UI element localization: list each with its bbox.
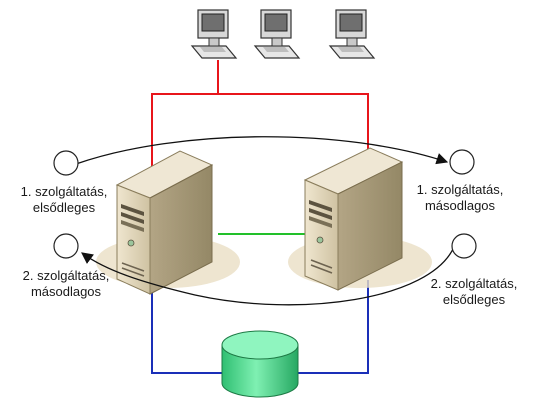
shared-storage-icon	[221, 330, 299, 398]
service-2-secondary-label-line1: 2. szolgáltatás,	[22, 268, 110, 283]
service-2-primary-circle	[451, 233, 477, 259]
client-network-link	[151, 60, 369, 175]
client-computer-icon	[190, 9, 238, 59]
service-2-primary-label-line2: elsődleges	[442, 292, 506, 307]
server-left-icon	[96, 150, 240, 295]
service-2-primary-label: 2. szolgáltatás, elsődleges	[416, 276, 532, 308]
service-2-secondary-label-line2: másodlagos	[30, 284, 102, 299]
failover-arrow-service-2	[81, 246, 455, 306]
service-1-secondary-label-line2: másodlagos	[424, 198, 496, 213]
service-1-primary-label-line2: elsődleges	[32, 200, 96, 215]
service-2-secondary-circle	[53, 233, 79, 259]
service-1-secondary-label: 1. szolgáltatás, másodlagos	[402, 182, 518, 214]
service-1-secondary-circle	[449, 149, 475, 175]
service-1-primary-label: 1. szolgáltatás, elsődleges	[6, 184, 122, 216]
service-1-secondary-label-line1: 1. szolgáltatás,	[416, 182, 504, 197]
service-1-primary-circle	[53, 150, 79, 176]
storage-network-link	[151, 280, 369, 374]
service-2-secondary-label: 2. szolgáltatás, másodlagos	[6, 268, 126, 300]
service-1-primary-label-line1: 1. szolgáltatás,	[20, 184, 108, 199]
client-computer-icon	[253, 9, 301, 59]
server-right-icon	[288, 147, 432, 291]
failover-arrow-service-1	[75, 136, 449, 165]
service-2-primary-label-line1: 2. szolgáltatás,	[430, 276, 518, 291]
client-computer-icon	[328, 9, 376, 59]
